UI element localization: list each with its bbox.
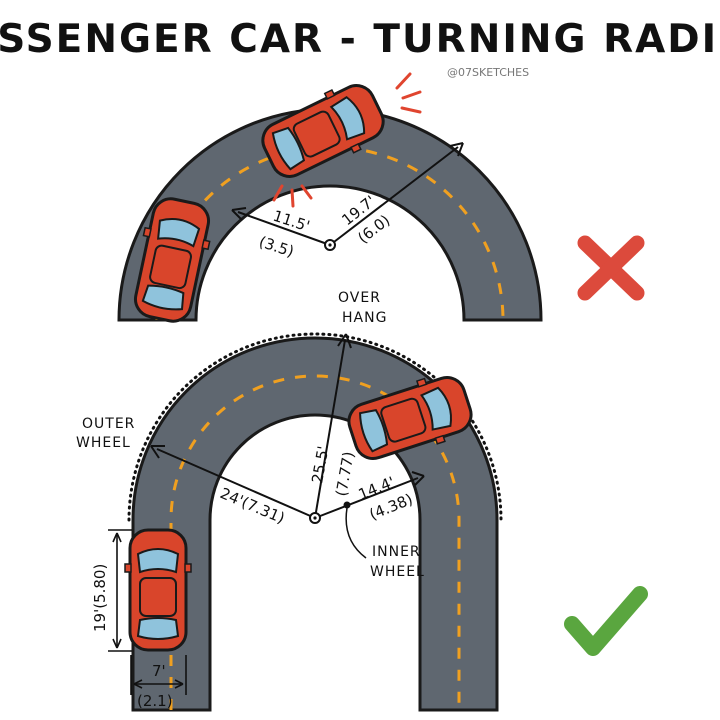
inner-wheel-label-line2: WHEEL (370, 564, 425, 580)
top-outer-radius-line (329, 146, 459, 246)
page-title: PASSENGER CAR - TURNING RADIUS (0, 17, 720, 62)
correct-check-icon (564, 586, 648, 656)
wrong-cross-icon (577, 235, 645, 301)
bottom-left-car-icon (123, 528, 193, 652)
car-width-dimension (130, 655, 187, 695)
car-length-label: 19'(5.80) (91, 564, 109, 632)
credit: @07SKETCHES (447, 66, 529, 79)
top-alert-lines (272, 72, 422, 208)
bottom-diagram: OVER HANG OUTER WHEEL INNER WHEEL 25.5' … (76, 290, 648, 712)
bottom-lane-marking (169, 374, 461, 710)
top-road (117, 107, 543, 322)
outer-wheel-label-line1: OUTER (82, 416, 135, 432)
car-length-dimension (108, 529, 132, 652)
top-inner-radius-m: (3.5) (257, 233, 296, 261)
top-inner-radius-line (237, 211, 331, 246)
inner-wheel-radius-line (314, 477, 419, 519)
overhang-radius-m: (7.77) (332, 450, 358, 498)
inner-wheel-leader (345, 507, 367, 559)
overhang-radius-ft: 25.5' (308, 445, 332, 485)
car-width-ft: 7' (152, 662, 166, 680)
overhang-label-line2: HANG (342, 310, 387, 326)
outer-wheel-label-line2: WHEEL (76, 435, 131, 451)
inner-wheel-marker (343, 501, 351, 509)
overhang-label-line1: OVER (338, 290, 381, 306)
inner-wheel-label-line1: INNER (372, 544, 421, 560)
outer-wheel-radius-line (156, 448, 316, 519)
top-inner-arrowhead (231, 207, 247, 221)
car-width-m: (2.1) (137, 692, 173, 710)
top-diagram: 11.5' (3.5) 19.7' (6.0) (117, 72, 645, 328)
overhang-dotted-arc (127, 332, 503, 522)
top-outer-arrowhead (449, 142, 464, 157)
overhang-radius-line (314, 339, 346, 519)
